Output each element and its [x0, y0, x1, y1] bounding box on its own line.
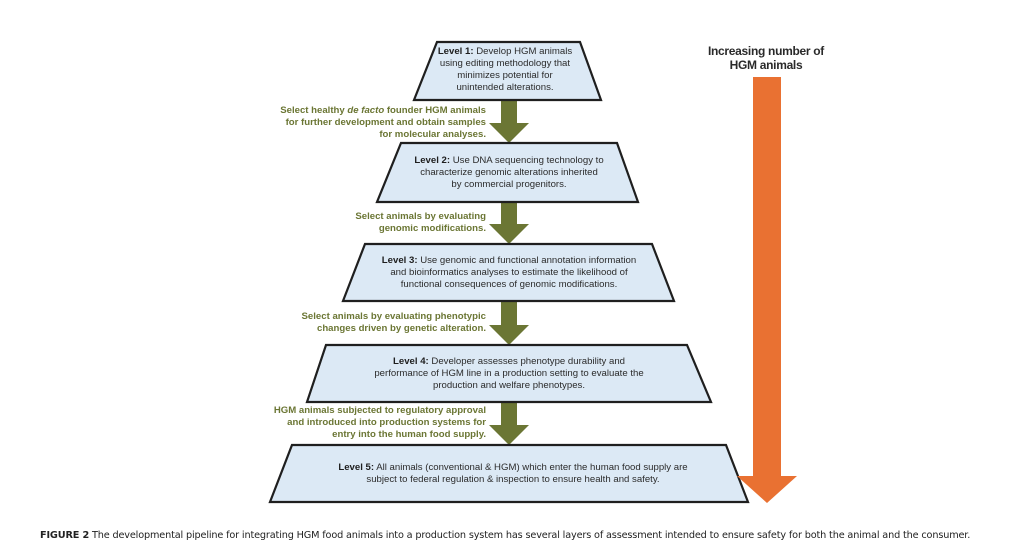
selection-4-text: HGM animals subjected to regulatory appr… — [273, 405, 486, 440]
flow-arrow-2 — [489, 202, 529, 244]
level-4-text: Level 4: Developer assesses phenotype du… — [374, 356, 644, 391]
flow-arrow-3 — [489, 301, 529, 345]
figure-caption-text: The developmental pipeline for integrati… — [89, 530, 971, 541]
flow-arrow-1 — [489, 100, 529, 143]
level-4-title: Level 4: — [393, 356, 429, 367]
level-5-box — [268, 443, 750, 504]
level-3-text: Level 3: Use genomic and functional anno… — [381, 255, 637, 290]
selection-2-text: Select animals by evaluating genomic mod… — [355, 211, 486, 234]
level-3-title: Level 3: — [381, 255, 418, 266]
figure-label: FIGURE 2 — [40, 530, 90, 541]
level-2-text: Level 2: Use DNA sequencing technology t… — [414, 155, 604, 190]
increasing-number-label: Increasing number of HGM animals — [707, 44, 825, 72]
level-3-box — [341, 242, 676, 303]
selection-3-text: Select animals by evaluating phenotypic … — [301, 311, 486, 334]
figure-caption: FIGURE 2 The developmental pipeline for … — [40, 530, 1020, 541]
level-5-title: Level 5: — [338, 462, 375, 473]
level-1-text: Level 1: Develop HGM animals using editi… — [437, 46, 573, 93]
level-2-box — [375, 141, 640, 204]
level-1-box — [412, 40, 603, 102]
selection-1-text: Select healthy de facto founder HGM anim… — [280, 105, 486, 140]
level-2-title: Level 2: — [414, 155, 451, 166]
level-5-text: Level 5: All animals (conventional & HGM… — [338, 462, 688, 485]
level-4-box — [305, 343, 713, 404]
level-1-title: Level 1: — [437, 46, 474, 57]
increasing-number-arrow — [737, 77, 797, 503]
flow-arrow-4 — [489, 402, 529, 445]
